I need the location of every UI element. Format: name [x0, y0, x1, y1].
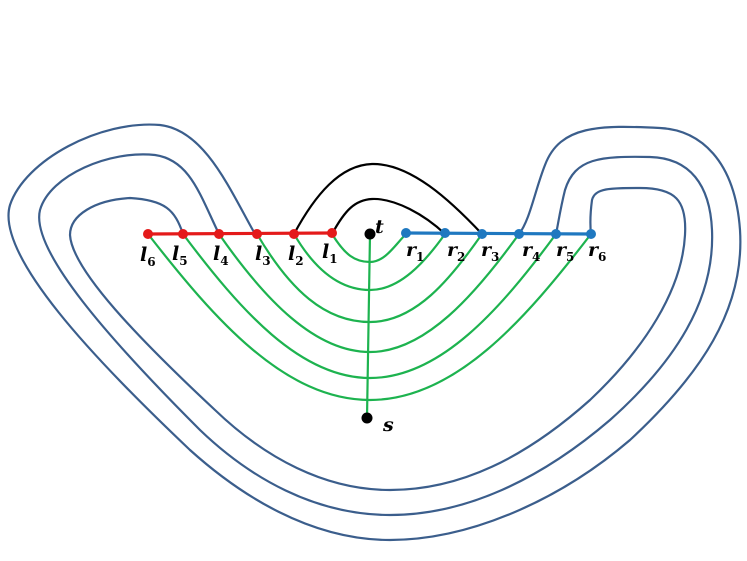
green-l4-r4 [217, 232, 521, 354]
vertex-r2 [440, 228, 450, 238]
right-vertices [401, 228, 596, 239]
outer-curves [7, 123, 742, 542]
green-l6-r6 [146, 232, 593, 402]
outer-curve-1 [7, 123, 742, 542]
outer-curve-2 [38, 153, 714, 517]
label-r4: r4 [522, 239, 540, 264]
vertex-t [364, 228, 376, 240]
vertex-l2 [289, 229, 299, 239]
label-l1: l1 [322, 241, 338, 266]
label-l3: l3 [255, 243, 271, 268]
outer-curve-3 [68, 186, 687, 492]
vertex-l1 [327, 228, 337, 238]
left-vertices [143, 228, 337, 239]
arc-l1-r2 [330, 197, 447, 236]
label-r5: r5 [556, 239, 574, 264]
label-r3: r3 [481, 239, 499, 264]
vertex-r1 [401, 228, 411, 238]
vertex-s [361, 412, 373, 424]
label-r1: r1 [406, 239, 424, 264]
label-s: s [382, 414, 394, 436]
green-l3-r3 [255, 232, 484, 324]
label-t: t [375, 216, 384, 238]
right-path [405, 231, 592, 236]
green-t-s [365, 232, 372, 420]
vertex-l4 [214, 229, 224, 239]
label-l2: l2 [288, 243, 304, 268]
left-path [147, 231, 333, 236]
arc-l2-r3 [292, 162, 484, 236]
green-curves [146, 232, 593, 420]
right-labels: r1 r2 r3 r4 r5 r6 [406, 239, 606, 264]
label-r6: r6 [588, 239, 606, 264]
vertex-r4 [514, 229, 524, 239]
label-l6: l6 [140, 244, 156, 269]
left-labels: l6 l5 l4 l3 l2 l1 [140, 241, 338, 269]
vertex-r5 [551, 229, 561, 239]
label-l5: l5 [172, 243, 188, 268]
vertex-r6 [586, 229, 596, 239]
vertex-r3 [477, 229, 487, 239]
label-r2: r2 [447, 239, 465, 264]
vertex-l6 [143, 229, 153, 239]
vertex-l3 [252, 229, 262, 239]
label-l4: l4 [213, 243, 229, 268]
vertex-l5 [178, 229, 188, 239]
top-arcs [292, 162, 484, 236]
green-l2-r2 [292, 232, 447, 292]
green-l1-r1 [330, 232, 408, 264]
green-l5-r5 [181, 232, 558, 380]
